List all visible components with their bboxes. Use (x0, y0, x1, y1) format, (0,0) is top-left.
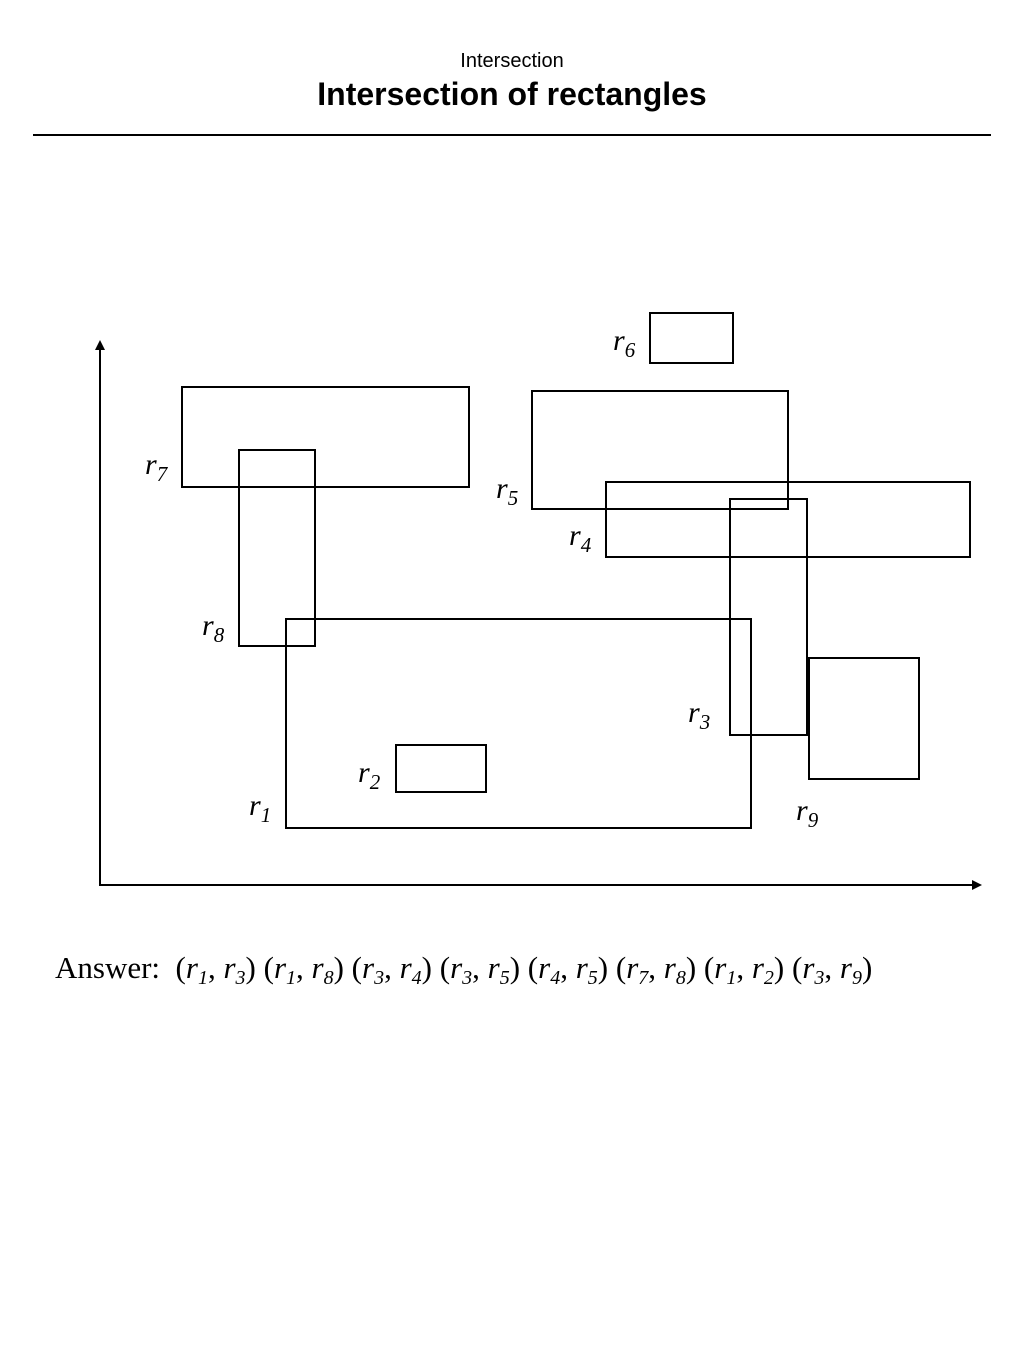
label-index: 5 (508, 486, 519, 510)
rectangle-r8 (238, 449, 316, 647)
label-index: 7 (157, 462, 169, 486)
rectangle-r9 (808, 657, 920, 780)
label-r9: r9 (796, 794, 819, 832)
label-letter: r (796, 794, 808, 827)
slide-title: Intersection of rectangles (317, 76, 707, 112)
answer-pair: (r7, r8) (608, 950, 697, 989)
label-r2: r2 (358, 756, 381, 794)
label-index: 9 (808, 808, 819, 832)
rectangle-r5 (531, 390, 789, 510)
label-r4: r4 (569, 519, 592, 557)
label-letter: r (569, 519, 581, 552)
label-index: 6 (625, 338, 636, 362)
answer-pair: (r1, r8) (255, 950, 344, 989)
label-letter: r (249, 789, 261, 822)
label-r3: r3 (688, 696, 710, 734)
label-letter: r (496, 472, 508, 505)
label-r5: r5 (496, 472, 518, 510)
label-letter: r (613, 324, 625, 357)
answer-pair: (r1, r2) (696, 950, 785, 989)
section-label: Intersection (460, 50, 564, 72)
title-divider (33, 134, 991, 136)
label-index: 4 (581, 533, 592, 557)
label-letter: r (688, 696, 700, 729)
rectangle-r2 (395, 744, 487, 793)
rectangle-r6 (649, 312, 734, 364)
rectangle-r7 (181, 386, 470, 488)
label-index: 8 (214, 623, 225, 647)
label-r8: r8 (202, 609, 225, 647)
answer-label: Answer: (55, 950, 161, 985)
rectangles (181, 312, 971, 829)
answer-pair: (r4, r5) (520, 950, 609, 989)
answer-pair: (r3, r5) (431, 950, 521, 989)
label-letter: r (202, 609, 214, 642)
answer-pair: (r3, r9) (784, 950, 873, 989)
label-letter: r (145, 448, 157, 481)
label-index: 3 (699, 710, 711, 734)
rectangle-r1 (285, 618, 752, 829)
answer-pairs: (r1, r3) (r1, r8) (r3, r4) (r3, r5) (r4,… (160, 950, 873, 989)
label-r7: r7 (145, 448, 169, 486)
label-letter: r (358, 756, 370, 789)
answer-pair: (r3, r4) (343, 950, 432, 989)
label-r1: r1 (249, 789, 271, 827)
answer-pair: (r1, r3) (160, 950, 256, 989)
answer-line: Answer: (r1, r3) (r1, r8) (r3, r4) (r3, … (55, 950, 872, 990)
label-r6: r6 (613, 324, 636, 362)
label-index: 2 (370, 770, 381, 794)
rectangle-r3 (729, 498, 808, 736)
label-index: 1 (261, 803, 272, 827)
